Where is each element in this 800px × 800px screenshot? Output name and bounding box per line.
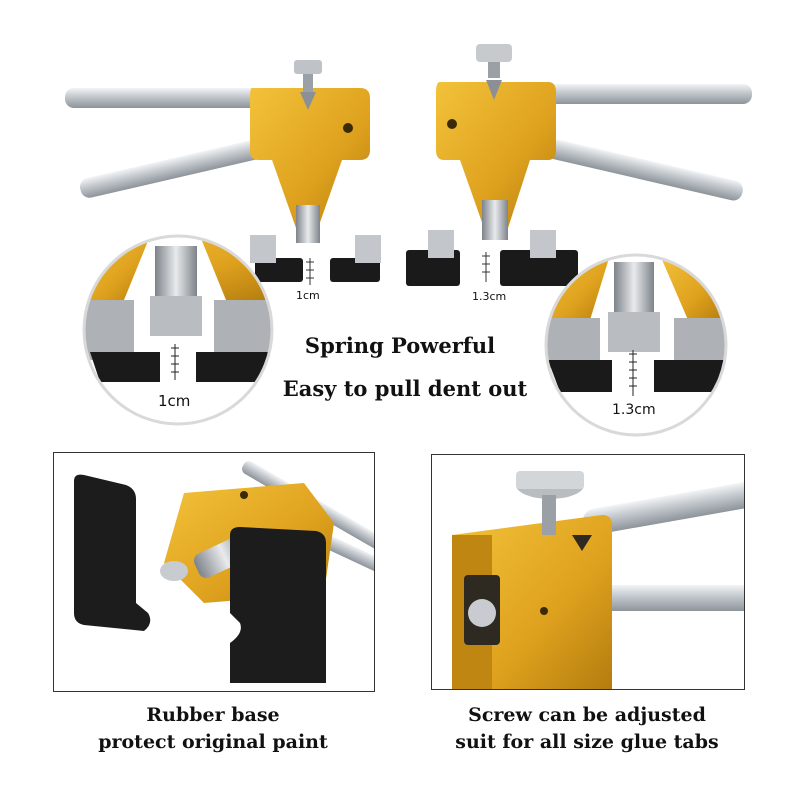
left-tool-body xyxy=(250,60,381,282)
screw-caption-2: suit for all size glue tabs xyxy=(455,731,719,753)
right-tool-rods xyxy=(540,84,752,201)
right-zoom-circle xyxy=(544,253,728,437)
heading-spring-powerful: Spring Powerful xyxy=(304,333,496,358)
right-gap-label: 1.3cm xyxy=(472,290,507,303)
screw-caption-1: Screw can be adjusted xyxy=(468,704,706,726)
right-tool-body xyxy=(406,44,578,286)
left-zoom-circle xyxy=(82,234,274,426)
heading-easy-pull: Easy to pull dent out xyxy=(282,376,528,401)
rubber-base-caption-1: Rubber base xyxy=(146,704,280,726)
left-gap-ruler xyxy=(306,258,314,285)
rubber-base-caption-2: protect original paint xyxy=(98,731,328,753)
right-gap-ruler xyxy=(482,252,490,282)
left-gap-label: 1cm xyxy=(296,289,320,302)
adjustable-screw-photo xyxy=(431,454,745,690)
left-zoom-label: 1cm xyxy=(158,392,191,410)
rubber-base-photo xyxy=(53,452,375,692)
left-tool-rods xyxy=(65,88,271,198)
dent-puller-tools-illustration xyxy=(65,44,752,437)
right-zoom-label: 1.3cm xyxy=(612,402,656,418)
